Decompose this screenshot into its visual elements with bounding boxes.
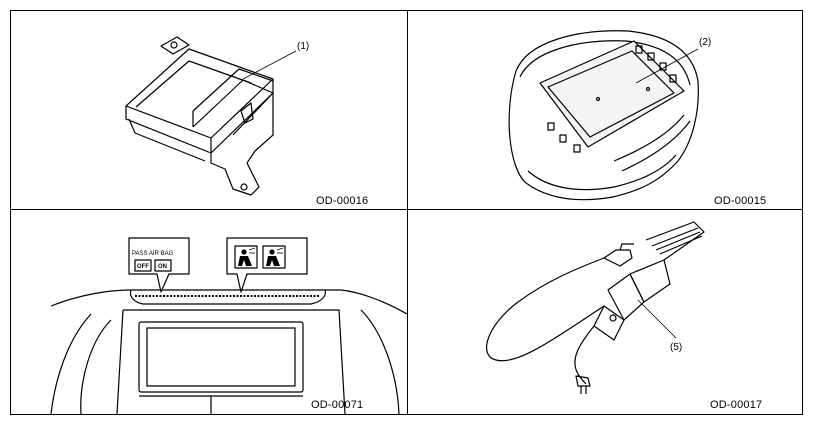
vertical-divider bbox=[407, 11, 408, 414]
figure-grid: (1) OD-00016 bbox=[10, 10, 803, 415]
figure-code-4: OD-00017 bbox=[710, 399, 763, 411]
callout-2: (2) bbox=[699, 37, 712, 48]
horizontal-divider bbox=[11, 209, 802, 210]
callout-5: (5) bbox=[670, 342, 683, 353]
seat-sensor-drawing bbox=[508, 30, 699, 201]
control-module-drawing bbox=[125, 36, 297, 196]
callout-leader-2 bbox=[635, 48, 699, 84]
panel-dashboard: PASS AIR BAG OFF ON OD-00071 bbox=[11, 210, 407, 414]
indicator-on: ON bbox=[158, 264, 167, 270]
figure-code-3: OD-00071 bbox=[311, 399, 364, 411]
callout-1: (1) bbox=[297, 41, 310, 52]
panel-seat-sensor: (2) OD-00015 bbox=[408, 11, 802, 209]
callout-leader-5 bbox=[637, 299, 677, 339]
indicator-off: OFF bbox=[137, 264, 149, 270]
panel-control-module: (1) OD-00016 bbox=[11, 11, 407, 209]
buckle-sensor-drawing bbox=[486, 221, 705, 394]
dashboard-drawing: PASS AIR BAG OFF ON bbox=[50, 237, 407, 414]
callout-leader-1 bbox=[242, 50, 297, 80]
figure-code-2: OD-00015 bbox=[714, 195, 767, 207]
indicator-label-pass-airbag: PASS AIR BAG bbox=[132, 251, 174, 257]
figure-code-1: OD-00016 bbox=[316, 195, 369, 207]
panel-buckle-sensor: (5) OD-00017 bbox=[408, 210, 802, 414]
